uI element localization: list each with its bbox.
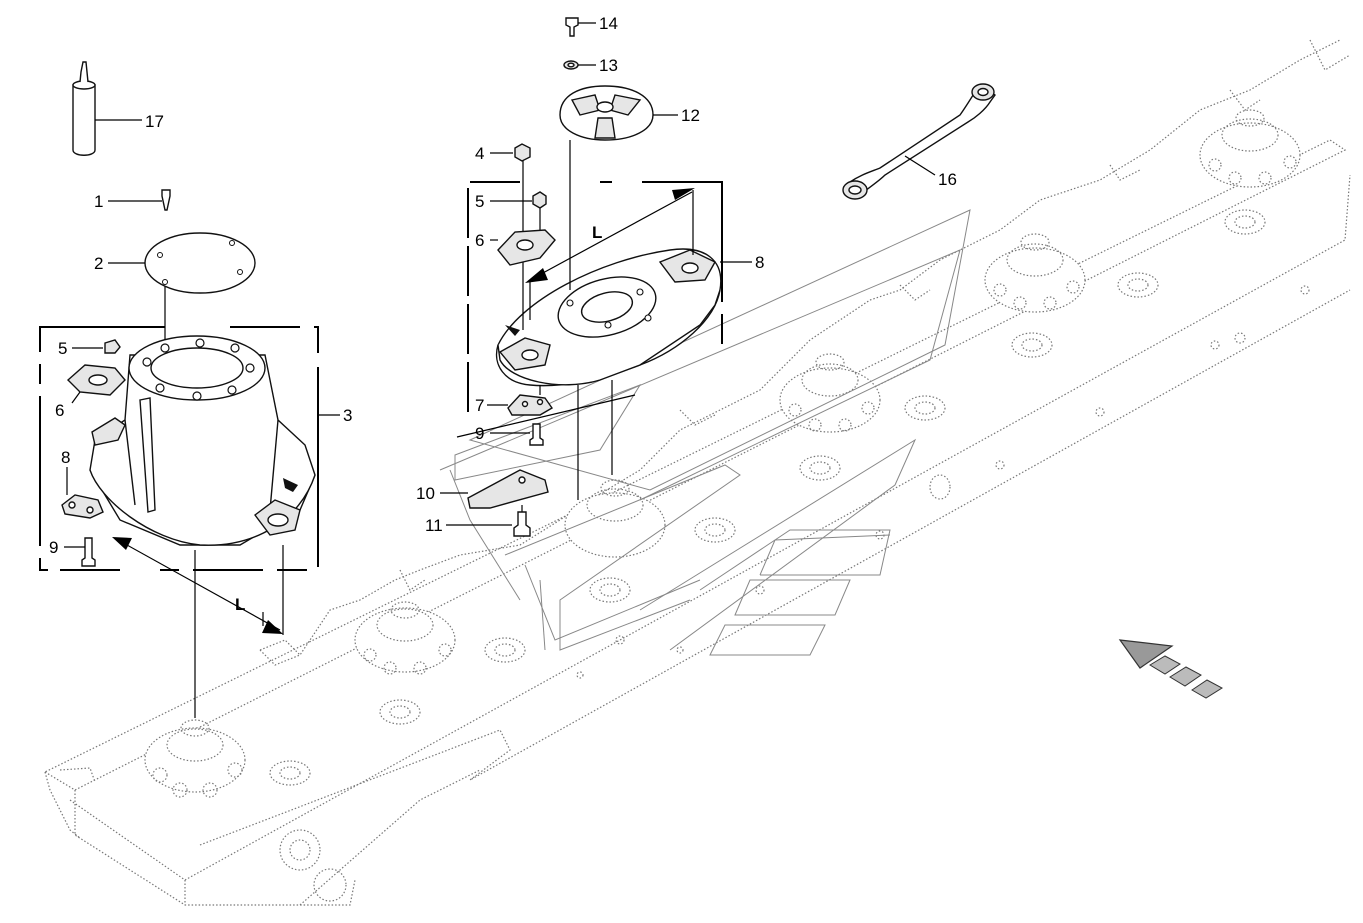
ghost-disc-hub-2 — [354, 601, 456, 675]
guide-lines — [439, 209, 971, 656]
callout-8-right: 7 — [475, 396, 484, 415]
callout-5-right: 5 — [475, 192, 484, 211]
callout-6-left: 6 — [55, 401, 64, 420]
bolt-part-11: 11 — [425, 511, 531, 537]
nut-part-5-left: 5 — [58, 339, 121, 358]
rotation-label-right: L — [592, 223, 602, 242]
ghost-disc-hub-1 — [144, 719, 246, 798]
callout-6-right: 6 — [475, 231, 484, 250]
rotation-direction-right: L — [525, 188, 695, 320]
ghost-disc-hub-3 — [564, 479, 666, 558]
cap-part-12: 12 — [559, 85, 700, 141]
rotation-direction-left: L — [112, 537, 284, 635]
nut-part-5-right: 5 — [475, 191, 547, 211]
bolt-part-9-left: 9 — [49, 537, 96, 567]
callout-11: 11 — [425, 516, 443, 535]
callout-13: 13 — [599, 56, 618, 75]
tube-part-17: 17 — [72, 61, 164, 156]
callout-7: 8 — [755, 253, 764, 272]
cover-plate-part-2: 2 — [94, 232, 256, 294]
callout-9-left: 9 — [49, 538, 58, 557]
callout-8-left: 8 — [61, 448, 70, 467]
ghost-disc-hub-4 — [779, 353, 881, 433]
left-disc-assembly: L 1 2 3 5 6 — [39, 189, 352, 718]
rotation-label-left: L — [235, 595, 245, 614]
washer-part-13: 13 — [563, 56, 618, 75]
screw-part-1: 1 — [94, 189, 171, 211]
center-disc-assembly: L 8 4 5 6 — [416, 14, 764, 537]
cutter-disc-oval — [495, 248, 722, 387]
callout-5-left: 5 — [58, 339, 67, 358]
wrench-part-16: 16 — [842, 83, 996, 200]
ghost-disc-hub-5 — [984, 233, 1086, 313]
callout-1: 1 — [94, 192, 103, 211]
plate-part-8-right: 7 — [475, 394, 554, 416]
nut-part-4: 4 — [475, 143, 531, 163]
callout-14: 14 — [599, 14, 618, 33]
callout-3: 3 — [343, 406, 352, 425]
screw-part-14: 14 — [565, 14, 618, 37]
blade-holder-part-6-right: 6 — [475, 229, 556, 266]
callout-16: 16 — [938, 170, 957, 189]
bolt-part-9-right: 9 — [475, 423, 544, 446]
callout-2: 2 — [94, 254, 103, 273]
plate-part-8-left: 8 — [61, 448, 104, 519]
ghost-bearing-rings — [269, 209, 1266, 786]
blade-part-10: 10 — [416, 469, 549, 509]
callout-4: 4 — [475, 144, 484, 163]
blade-holder-part-6-left: 6 — [55, 364, 126, 420]
travel-direction-arrow-icon — [1118, 639, 1223, 699]
callout-10: 10 — [416, 484, 435, 503]
cutter-bar-background — [43, 39, 1351, 906]
callout-12: 12 — [681, 106, 700, 125]
callout-17: 17 — [145, 112, 164, 131]
callout-9-right: 9 — [475, 424, 484, 443]
ghost-disc-hub-6 — [1199, 109, 1301, 188]
cutter-disc-cone — [89, 335, 316, 546]
